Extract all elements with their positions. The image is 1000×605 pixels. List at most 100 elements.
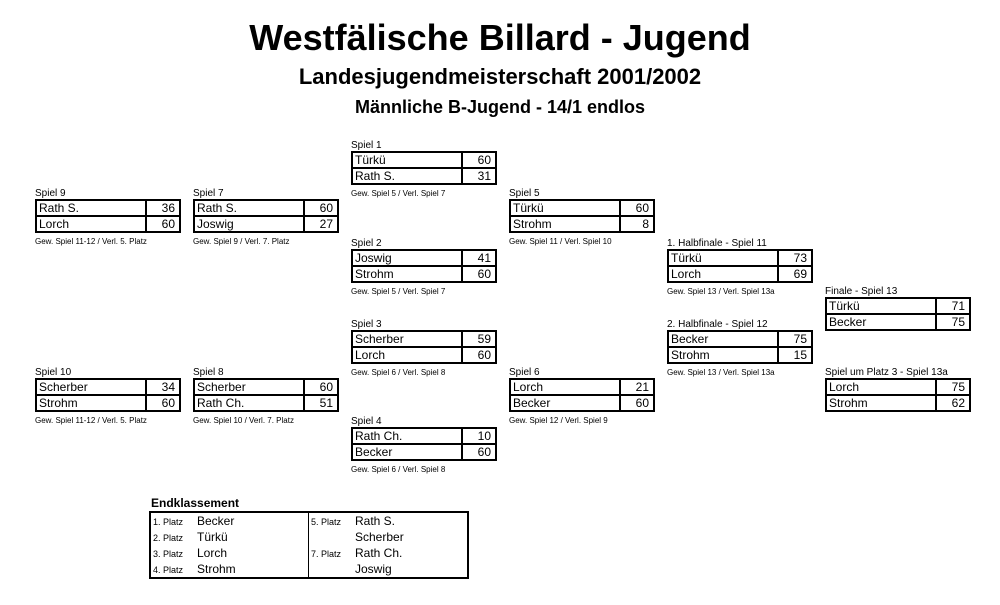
player-score: 10 — [461, 428, 496, 445]
match-label: Spiel 2 — [351, 238, 382, 249]
match-note: Gew. Spiel 5 / Verl. Spiel 7 — [351, 287, 446, 296]
match-note: Gew. Spiel 12 / Verl. Spiel 9 — [509, 416, 608, 425]
category-title: Männliche B-Jugend - 14/1 endlos — [354, 97, 646, 117]
player-score: 60 — [619, 200, 654, 217]
ranking-row: Scherber — [311, 529, 404, 545]
ranking-player: Becker — [197, 514, 235, 528]
ranking-place: 1. Platz — [153, 517, 184, 527]
player-score: 59 — [461, 331, 496, 348]
player-row: Lorch 69 — [668, 266, 812, 282]
player-name: Becker — [668, 331, 778, 348]
player-name: Becker — [355, 445, 393, 459]
match-label: Spiel 9 — [35, 188, 66, 199]
match-label: Spiel 10 — [35, 367, 72, 378]
player-name: Becker — [829, 315, 867, 329]
player-name: Türkü — [510, 200, 620, 217]
match-label: Spiel 1 — [351, 140, 382, 151]
player-score: 60 — [461, 347, 496, 363]
ranking-player: Türkü — [197, 530, 228, 544]
player-row: Becker 75 — [826, 314, 970, 330]
match-note: Gew. Spiel 6 / Verl. Spiel 8 — [351, 368, 446, 377]
player-name: Türkü — [668, 250, 778, 267]
match-label: 1. Halbfinale - Spiel 11 — [667, 238, 767, 249]
ranking-player: Lorch — [197, 546, 228, 560]
player-score: 60 — [145, 395, 180, 411]
player-score: 41 — [461, 250, 496, 267]
player-score: 8 — [619, 216, 654, 232]
match-note: Gew. Spiel 10 / Verl. 7. Platz — [193, 416, 294, 425]
player-score: 34 — [145, 379, 180, 396]
player-score: 60 — [461, 444, 496, 460]
player-name: Lorch — [39, 217, 70, 231]
player-name: Scherber — [36, 379, 146, 396]
player-name: Scherber — [194, 379, 304, 396]
match-label: Spiel um Platz 3 - Spiel 13a — [825, 367, 948, 378]
player-name: Rath S. — [355, 169, 396, 183]
player-score: 21 — [619, 379, 654, 396]
player-score: 69 — [777, 266, 812, 282]
ranking-player: Joswig — [355, 562, 392, 576]
player-score: 75 — [935, 314, 970, 330]
match-note: Gew. Spiel 5 / Verl. Spiel 7 — [351, 189, 446, 198]
player-score: 73 — [777, 250, 812, 267]
player-name: Strohm — [671, 348, 710, 362]
player-score: 71 — [935, 298, 970, 315]
match-label: Spiel 4 — [351, 416, 382, 427]
match-note: Gew. Spiel 9 / Verl. 7. Platz — [193, 237, 290, 246]
player-score: 31 — [461, 168, 496, 184]
player-name: Rath Ch. — [352, 428, 462, 445]
player-score: 36 — [145, 200, 180, 217]
player-score: 62 — [935, 395, 970, 411]
player-name: Lorch — [510, 379, 620, 396]
player-name: Lorch — [826, 379, 936, 396]
player-name: Türkü — [352, 152, 462, 169]
match-label: Spiel 3 — [351, 319, 382, 330]
player-name: Lorch — [671, 267, 702, 281]
player-score: 60 — [461, 152, 496, 169]
player-score: 60 — [303, 200, 338, 217]
ranking-place: 2. Platz — [153, 533, 184, 543]
player-row: Rath Ch.10 — [352, 428, 496, 445]
page-title: Westfälische Billard - Jugend — [249, 17, 751, 58]
player-name: Joswig — [197, 217, 234, 231]
match-note: Gew. Spiel 13 / Verl. Spiel 13a — [667, 287, 775, 296]
ranking-place: 5. Platz — [311, 517, 342, 527]
match-note: Gew. Spiel 11-12 / Verl. 5. Platz — [35, 416, 147, 425]
player-name: Joswig — [352, 250, 462, 267]
match-label: Finale - Spiel 13 — [825, 286, 898, 297]
